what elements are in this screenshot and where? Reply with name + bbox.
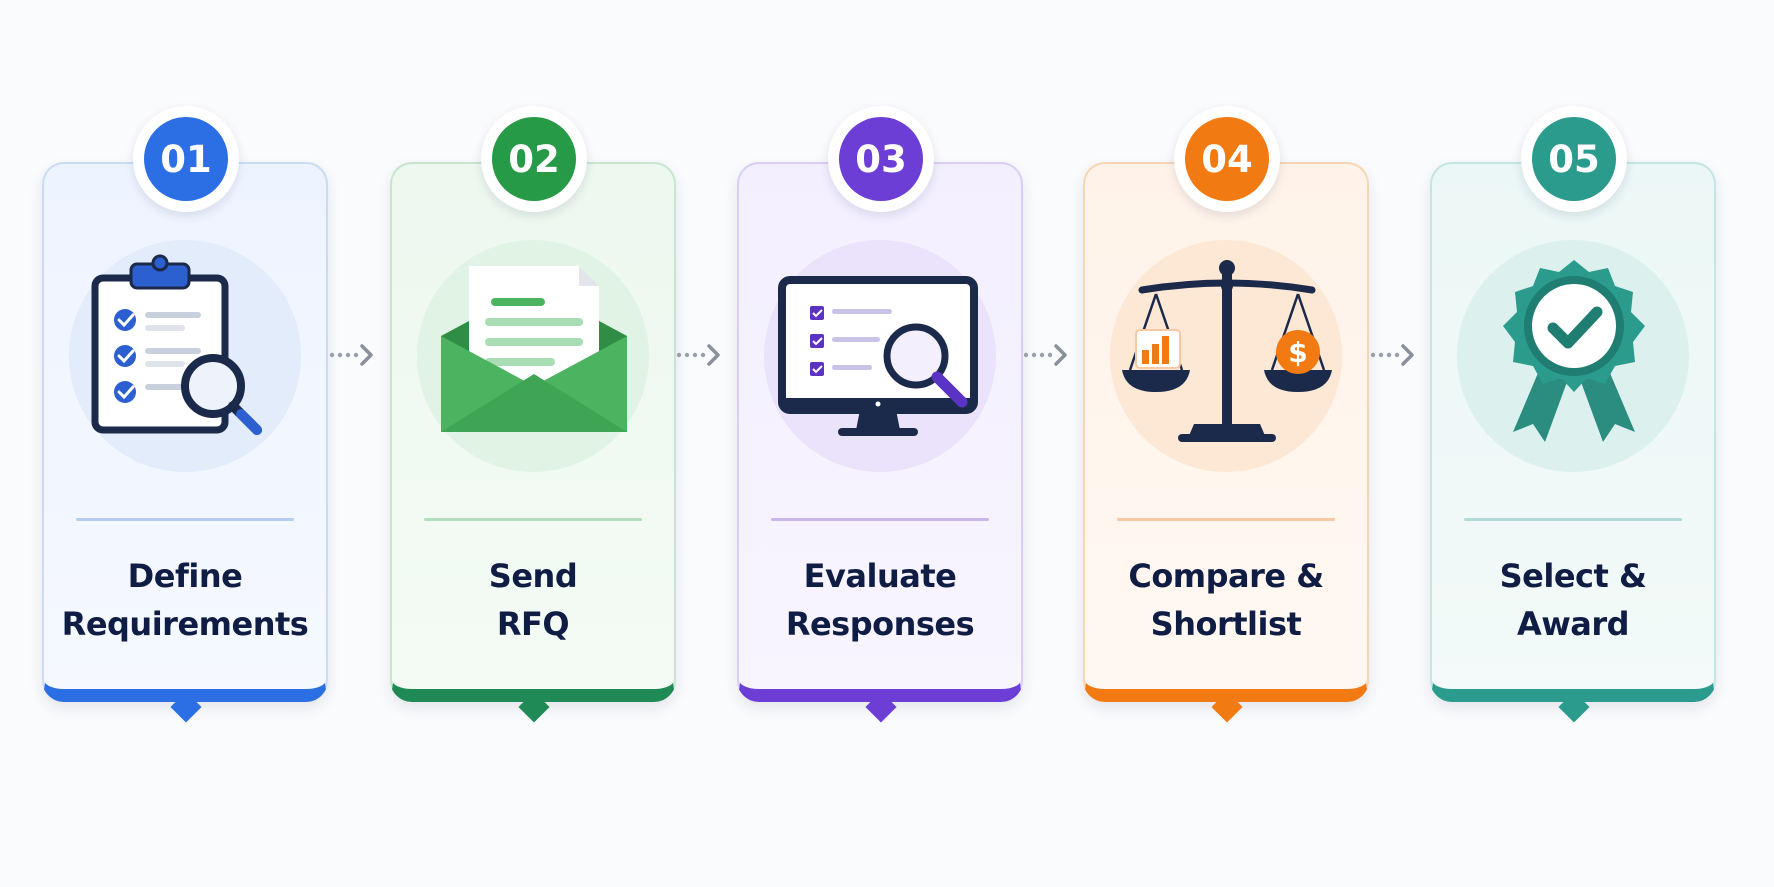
card-divider: [1117, 518, 1335, 521]
dotted-arrow-icon: [1370, 344, 1414, 366]
step-title-line-2: Requirements: [61, 605, 309, 643]
envelope-letter-icon: [441, 266, 627, 432]
step-number-badge: 04: [1174, 106, 1280, 212]
step-title: Send RFQ: [400, 552, 666, 648]
step-title-line-1: Select &: [1499, 557, 1647, 595]
step-title-line-2: Award: [1516, 605, 1630, 643]
step-number-badge: 01: [133, 106, 239, 212]
step-title: Compare & Shortlist: [1093, 552, 1359, 648]
step-number: 03: [839, 117, 923, 201]
dotted-arrow-icon: [329, 344, 373, 366]
step-card-select-award: 05 Select & Award: [1430, 106, 1718, 746]
step-title-line-2: RFQ: [496, 605, 570, 643]
card-divider: [771, 518, 989, 521]
card-divider: [424, 518, 642, 521]
step-title-line-1: Evaluate: [803, 557, 957, 595]
card-divider: [76, 518, 294, 521]
step-title-line-1: Define: [127, 557, 243, 595]
dotted-arrow-icon: [676, 344, 720, 366]
svg-text:$: $: [1288, 336, 1307, 369]
award-ribbon-icon: [1503, 260, 1645, 442]
step-title: Define Requirements: [52, 552, 318, 648]
balance-scale-icon: $: [1122, 260, 1332, 442]
step-number-badge: 03: [828, 106, 934, 212]
step-card-define-requirements: 01 Define Requirements: [42, 106, 330, 746]
card-divider: [1464, 518, 1682, 521]
step-card-evaluate-responses: 03 Evaluate Responses: [737, 106, 1025, 746]
step-title-line-2: Responses: [785, 605, 975, 643]
step-number-badge: 05: [1521, 106, 1627, 212]
step-title: Select & Award: [1440, 552, 1706, 648]
step-number: 01: [144, 117, 228, 201]
step-card-send-rfq: 02 Send RFQ: [390, 106, 678, 746]
step-title: Evaluate Responses: [747, 552, 1013, 648]
step-number: 05: [1532, 117, 1616, 201]
step-title-line-1: Compare &: [1128, 557, 1324, 595]
step-card-compare-shortlist: 04 $ Compare & Shortlist: [1083, 106, 1371, 746]
clipboard-magnifier-icon: [91, 254, 262, 435]
step-title-line-2: Shortlist: [1150, 605, 1302, 643]
step-number-badge: 02: [481, 106, 587, 212]
step-title-line-1: Send: [488, 557, 578, 595]
step-number: 02: [492, 117, 576, 201]
dotted-arrow-icon: [1023, 344, 1067, 366]
monitor-magnifier-icon: [778, 276, 978, 436]
step-number: 04: [1185, 117, 1269, 201]
